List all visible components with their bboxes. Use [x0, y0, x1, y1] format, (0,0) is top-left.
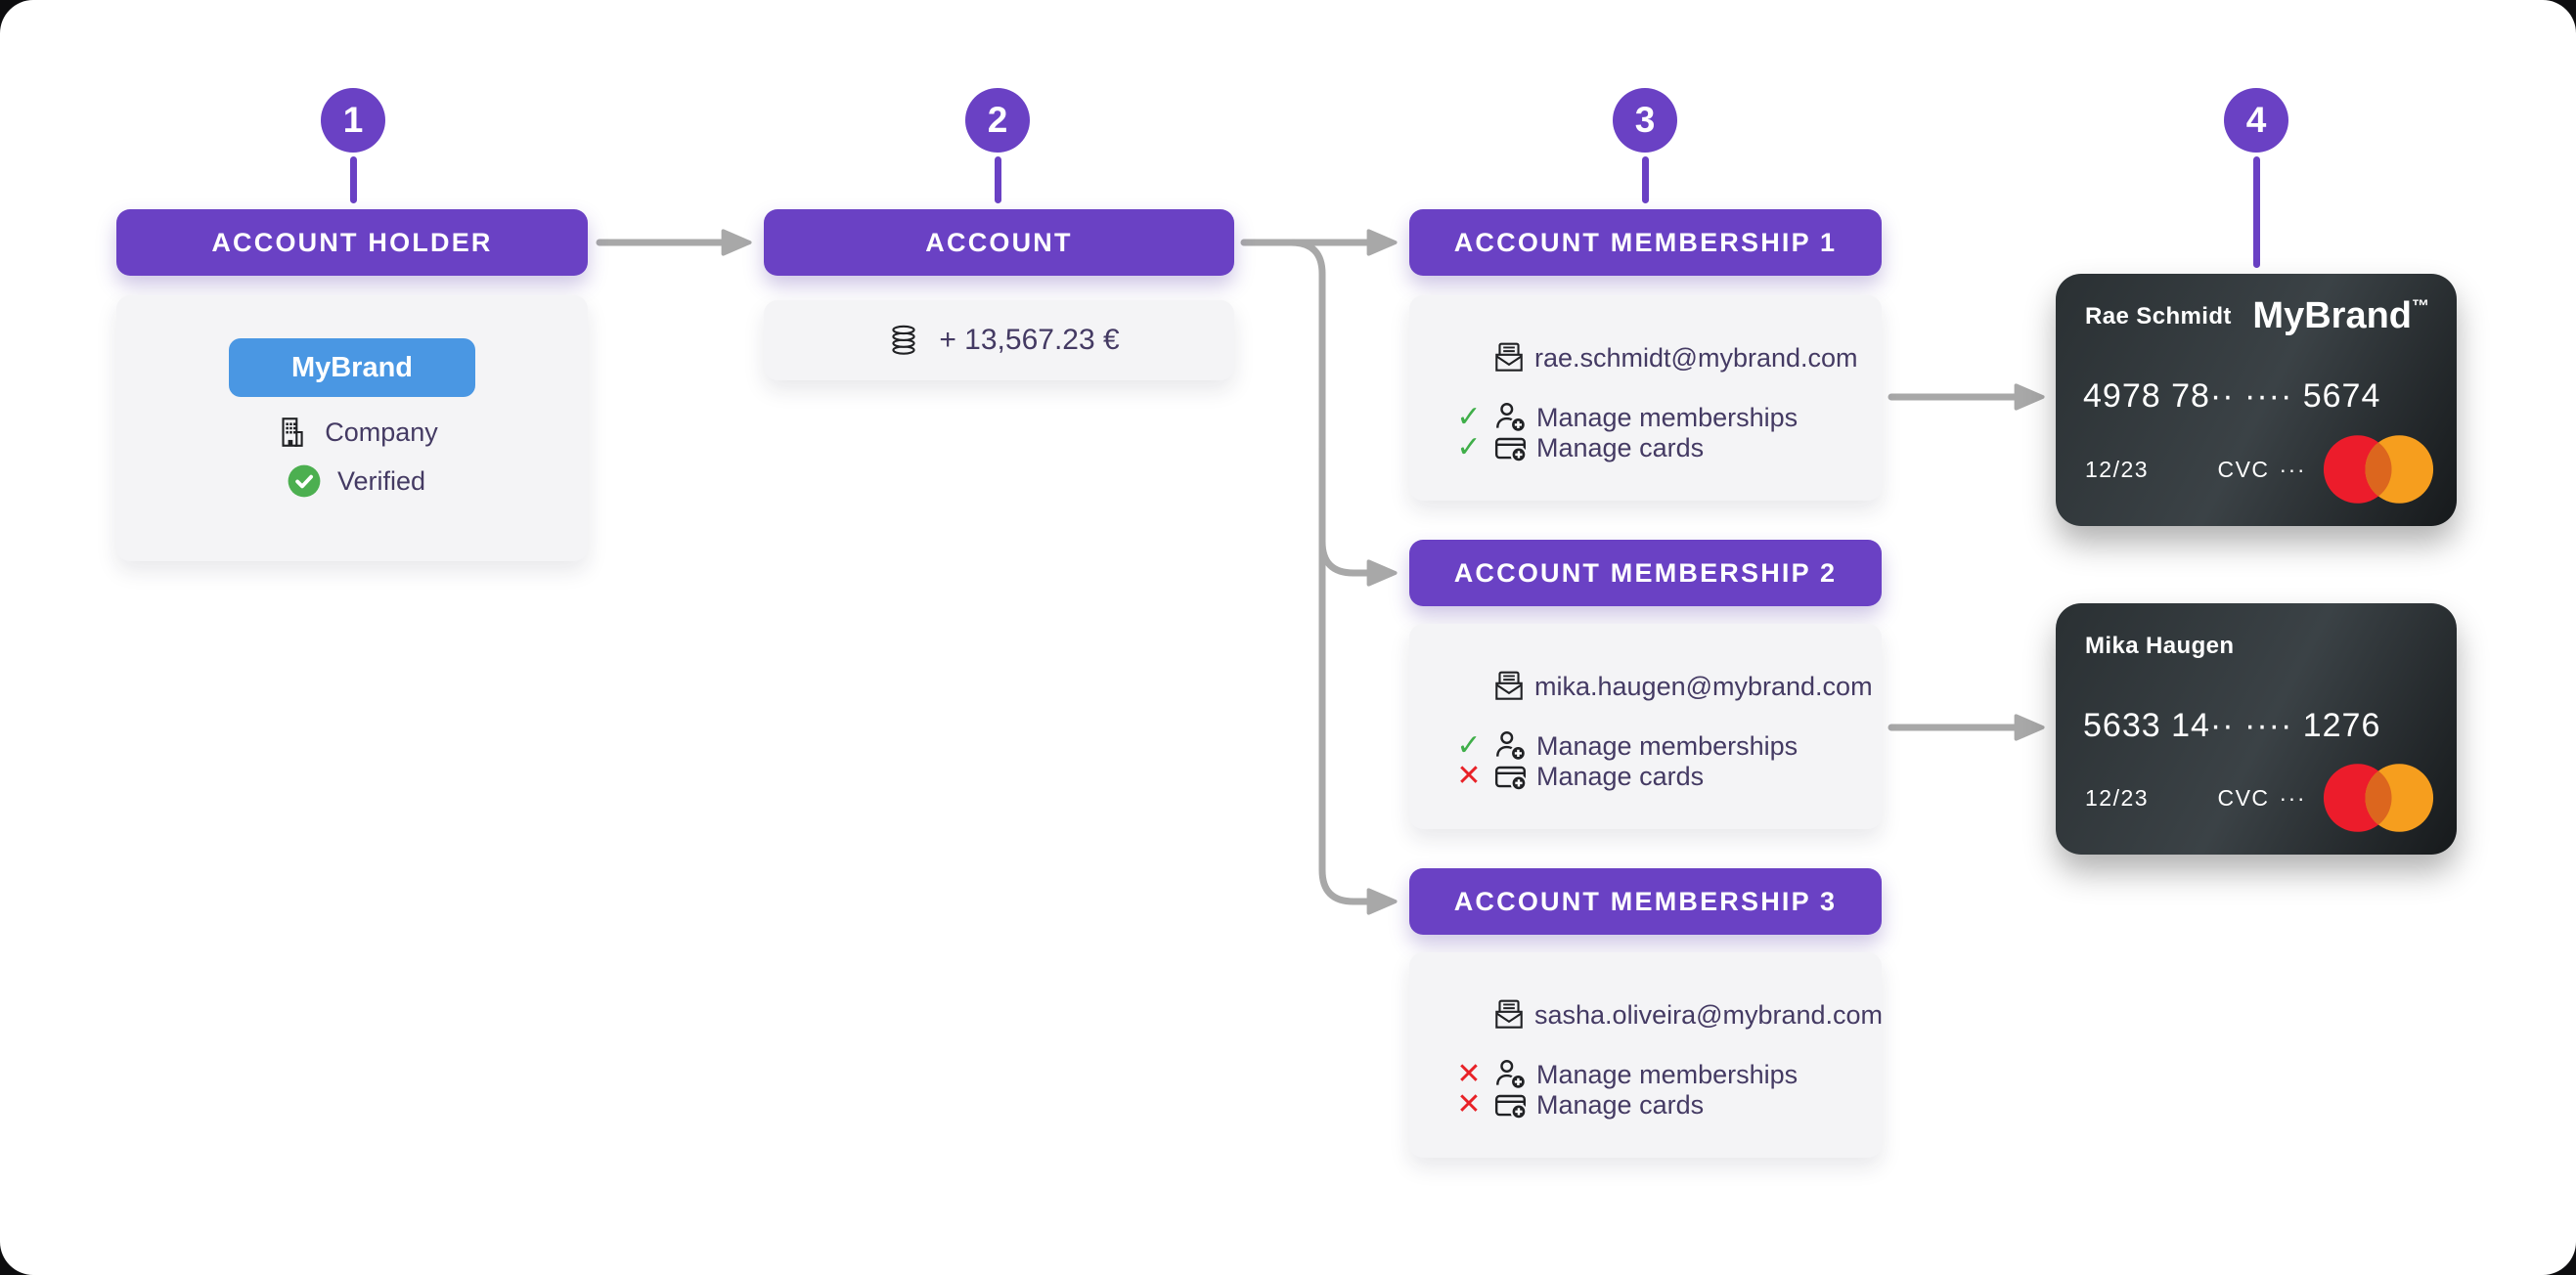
card-bottom-row: 12/23 CVC··· — [2085, 761, 2435, 835]
permission-label: Manage memberships — [1536, 402, 1799, 432]
card-expiry: 12/23 — [2085, 456, 2150, 482]
balance-row: + 13,567.23 € — [764, 300, 1234, 380]
membership-2-email-row: mika.haugen@mybrand.com — [1491, 665, 1873, 708]
permission-label: Manage cards — [1536, 1089, 1705, 1120]
denied-cross-icon: ✕ — [1456, 1088, 1482, 1121]
brand-badge: MyBrand — [229, 338, 475, 397]
card-number: 4978 78·· ···· 5674 — [2083, 377, 2381, 415]
card-bottom-row: 12/23 CVC··· — [2085, 432, 2435, 506]
membership-1-header: ACCOUNT MEMBERSHIP 1 — [1409, 209, 1882, 276]
arrow-account-to-membership-3 — [1318, 446, 1398, 915]
membership-3-permission-cards: ✕ Manage cards — [1452, 1088, 1704, 1121]
coins-icon — [886, 323, 921, 358]
step-connector-1 — [350, 156, 357, 203]
account-balance-panel: + 13,567.23 € — [764, 300, 1234, 380]
account-holder-header: ACCOUNT HOLDER — [116, 209, 588, 276]
allowed-check-icon: ✓ — [1456, 729, 1482, 762]
card-plus-icon — [1493, 1087, 1529, 1122]
envelope-icon — [1491, 997, 1527, 1033]
step-badge-4: 4 — [2224, 88, 2288, 153]
membership-1-permission-memberships: ✓ Manage memberships — [1452, 401, 1798, 434]
trademark-symbol: ™ — [2412, 296, 2429, 316]
payment-card-2: Mika Haugen 5633 14·· ···· 1276 12/23 CV… — [2056, 603, 2457, 855]
person-plus-icon — [1493, 1057, 1529, 1092]
membership-3-header: ACCOUNT MEMBERSHIP 3 — [1409, 868, 1882, 935]
membership-1-permission-cards: ✓ Manage cards — [1452, 431, 1704, 464]
step-connector-2 — [995, 156, 1001, 203]
card-number: 5633 14·· ···· 1276 — [2083, 707, 2381, 744]
card-plus-icon — [1493, 759, 1529, 794]
denied-cross-icon: ✕ — [1456, 760, 1482, 792]
envelope-icon — [1491, 669, 1527, 704]
membership-1-panel: rae.schmidt@mybrand.com ✓ Manage members… — [1409, 295, 1882, 501]
person-plus-icon — [1493, 400, 1529, 435]
envelope-icon — [1491, 340, 1527, 375]
permission-label: Manage memberships — [1536, 1059, 1799, 1089]
card-cvc: CVC··· — [2217, 784, 2306, 811]
membership-1-email: rae.schmidt@mybrand.com — [1534, 342, 1858, 373]
membership-3-permission-memberships: ✕ Manage memberships — [1452, 1058, 1798, 1091]
mastercard-icon — [2322, 433, 2435, 506]
membership-1-email-row: rae.schmidt@mybrand.com — [1491, 336, 1858, 379]
membership-2-permission-cards: ✕ Manage cards — [1452, 760, 1704, 793]
step-badge-3: 3 — [1613, 88, 1677, 153]
permission-label: Manage cards — [1536, 432, 1705, 462]
account-header: ACCOUNT — [764, 209, 1234, 276]
membership-2-panel: mika.haugen@mybrand.com ✓ Manage members… — [1409, 624, 1882, 829]
account-holder-panel: MyBrand Company — [116, 295, 588, 561]
allowed-check-icon: ✓ — [1456, 431, 1482, 463]
card-brand-logo: MyBrand™ — [2252, 295, 2429, 336]
holder-status-label: Verified — [336, 465, 426, 496]
membership-2-header: ACCOUNT MEMBERSHIP 2 — [1409, 540, 1882, 606]
membership-3-email: sasha.oliveira@mybrand.com — [1534, 999, 1884, 1030]
holder-type-label: Company — [325, 417, 438, 447]
step-connector-4 — [2253, 156, 2260, 268]
membership-2-email: mika.haugen@mybrand.com — [1534, 671, 1873, 701]
step-connector-3 — [1642, 156, 1649, 203]
permission-label: Manage cards — [1536, 761, 1705, 791]
card-cvc: CVC··· — [2217, 456, 2306, 482]
denied-cross-icon: ✕ — [1456, 1058, 1482, 1090]
payment-card-1: Rae Schmidt MyBrand™ 4978 78·· ···· 5674… — [2056, 274, 2457, 526]
building-icon — [274, 415, 309, 450]
card-holder-name: Mika Haugen — [2085, 633, 2235, 659]
membership-3-email-row: sasha.oliveira@mybrand.com — [1491, 993, 1883, 1036]
check-circle-icon — [287, 463, 322, 499]
permission-label: Manage memberships — [1536, 730, 1799, 761]
person-plus-icon — [1493, 728, 1529, 764]
balance-amount: + 13,567.23 € — [939, 324, 1120, 356]
arrow-account-to-membership-2 — [1287, 239, 1398, 587]
membership-3-panel: sasha.oliveira@mybrand.com ✕ Manage memb… — [1409, 952, 1883, 1158]
holder-type-row: Company — [116, 413, 588, 452]
holder-status-row: Verified — [116, 462, 588, 501]
allowed-check-icon: ✓ — [1456, 401, 1482, 433]
step-badge-1: 1 — [321, 88, 385, 153]
mastercard-icon — [2322, 762, 2435, 834]
card-holder-name: Rae Schmidt — [2085, 303, 2232, 330]
card-expiry: 12/23 — [2085, 784, 2150, 811]
step-badge-2: 2 — [965, 88, 1030, 153]
card-plus-icon — [1493, 430, 1529, 465]
membership-2-permission-memberships: ✓ Manage memberships — [1452, 729, 1798, 763]
